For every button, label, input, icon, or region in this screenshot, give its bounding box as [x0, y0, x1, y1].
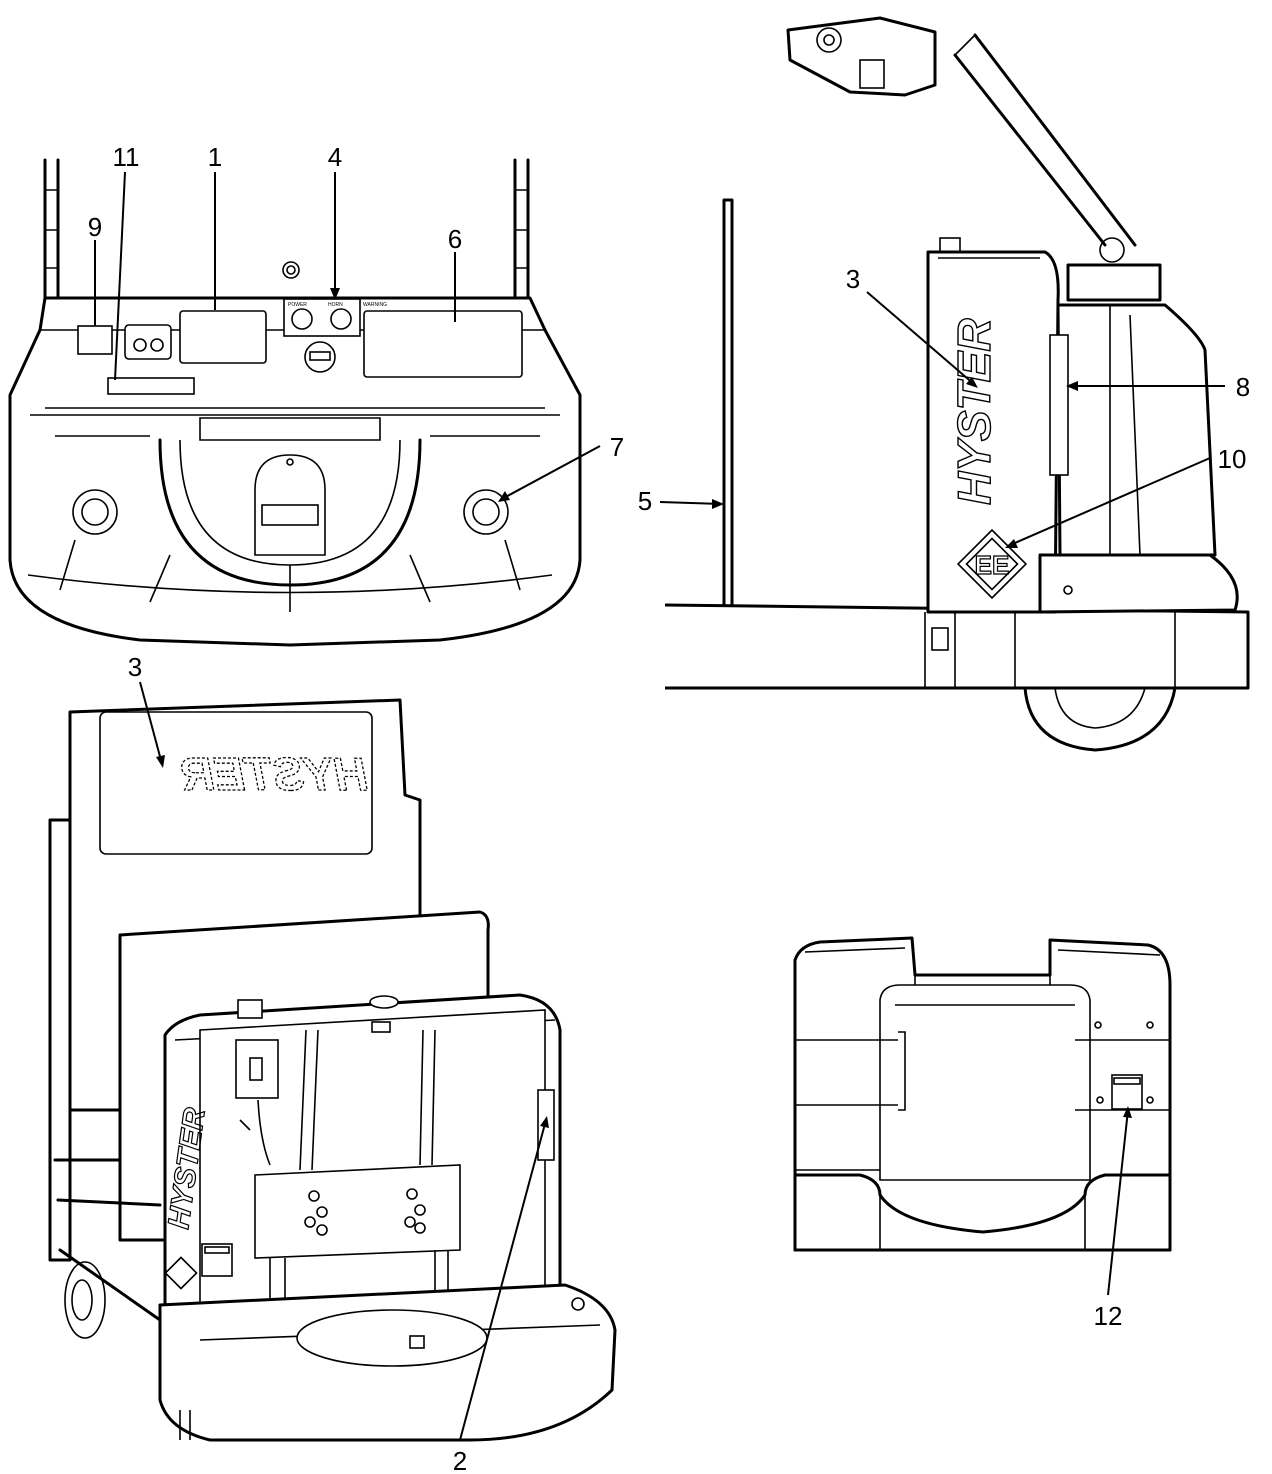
callout-7: 7 [610, 432, 624, 462]
decal-9 [77, 325, 113, 355]
decal-8 [1049, 334, 1069, 476]
callout-2: 2 [453, 1446, 467, 1474]
decal-4 [283, 298, 361, 337]
hyster-side-logo: HYSTER [948, 318, 1000, 505]
callout-numbers: 11 1 4 9 6 7 3 8 10 5 3 2 12 [88, 142, 1250, 1474]
callout-11: 11 [113, 142, 140, 172]
leader-lines [94, 171, 1225, 1441]
callout-9: 9 [88, 212, 102, 242]
top-view-drawing: POWER HORN WARNING [8, 158, 582, 647]
hyster-mirrored-logo: HYSTER [181, 748, 368, 800]
decal-11 [107, 377, 195, 395]
callout-4: 4 [328, 142, 342, 172]
callout-5: 5 [638, 486, 652, 516]
ee-badge-text: EE [975, 550, 1010, 580]
callout-12: 12 [1094, 1301, 1123, 1331]
side-view-drawing: HYSTER EE [664, 16, 1250, 752]
decal-6 [363, 310, 523, 378]
decal-4-text-power: POWER [288, 302, 307, 308]
callout-8: 8 [1236, 372, 1250, 402]
decal-12 [1111, 1074, 1143, 1110]
decal-6-warning-text: WARNING [363, 302, 387, 308]
callout-1: 1 [208, 142, 222, 172]
decal-4-text-horn: HORN [328, 302, 343, 308]
decal-1 [179, 310, 267, 364]
callout-3-iso: 3 [128, 652, 142, 682]
callout-6: 6 [448, 224, 462, 254]
callout-10: 10 [1218, 444, 1247, 474]
isometric-view-drawing: HYSTER HYSTER [48, 698, 617, 1442]
front-view-drawing [793, 936, 1172, 1252]
callout-3-side: 3 [846, 264, 860, 294]
